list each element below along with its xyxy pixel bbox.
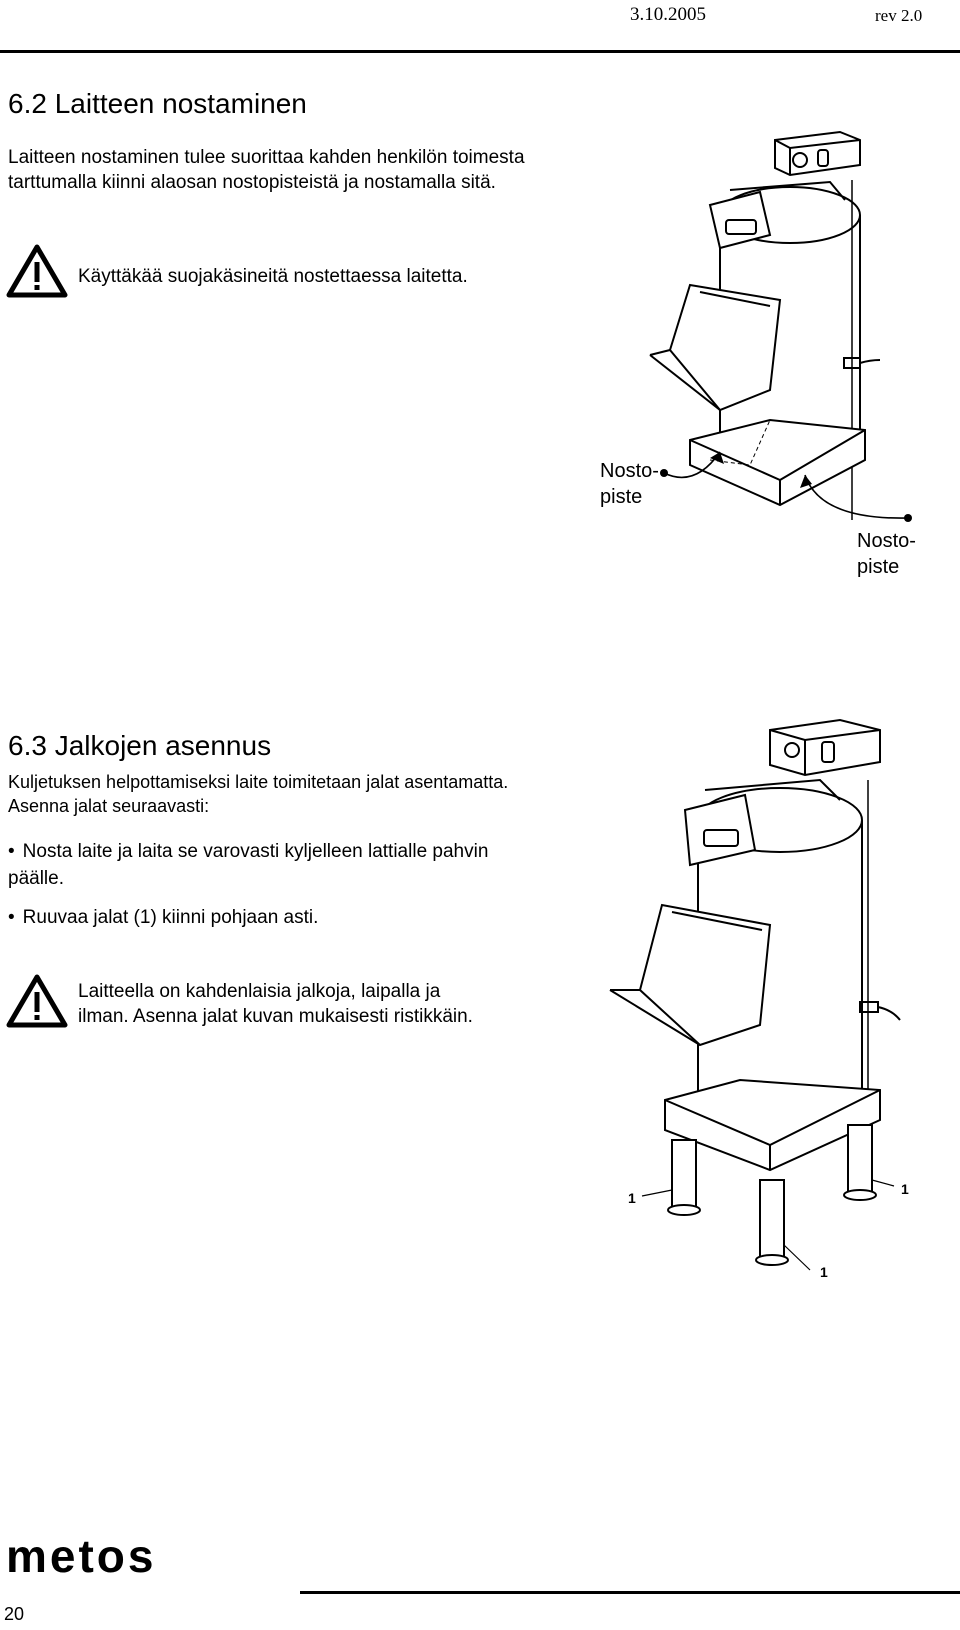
- header-revision: rev 2.0: [875, 6, 923, 25]
- legs-bullet-1: • Nosta laite ja laita se varovasti kylje…: [8, 838, 580, 892]
- lift-point-label-line: Nosto-: [600, 460, 659, 482]
- legs-warning-line: Laitteella on kahdenlaisia jalkoja, laip…: [78, 981, 441, 1002]
- lift-point-pointers: [660, 451, 912, 522]
- warning-icon: [6, 974, 68, 1028]
- legs-intro: Kuljetuksen helpottamiseksi laite toimit…: [8, 770, 508, 818]
- machine-lift-illustration: [649, 130, 880, 520]
- footer-rule: [300, 1591, 960, 1594]
- lift-point-label-line: piste: [600, 486, 643, 508]
- page-number: 20: [4, 1604, 25, 1624]
- lift-point-label-right: Nosto- piste: [857, 528, 916, 580]
- machine-legs-illustration: [609, 718, 901, 1271]
- bullet-text: päälle.: [8, 868, 64, 889]
- header-rule: [0, 50, 960, 53]
- warning-icon: [6, 244, 68, 298]
- bullet-text: Nosta laite ja laita se varovasti kyljel…: [22, 841, 489, 862]
- bullet-marker: •: [8, 841, 15, 862]
- legs-intro-line: Asenna jalat seuraavasti:: [8, 796, 210, 816]
- section-heading-lift: 6.2 Laitteen nostaminen: [8, 88, 307, 119]
- lift-warning-text: Käyttäkää suojakäsineitä nostettaessa la…: [78, 266, 468, 287]
- metos-logo: metos: [6, 1536, 156, 1578]
- legs-warning-line: ilman. Asenna jalat kuvan mukaisesti ris…: [78, 1006, 473, 1027]
- bullet-text: Ruuvaa jalat (1) kiinni pohjaan asti.: [22, 907, 319, 928]
- leg-label: 1: [901, 1181, 909, 1197]
- lift-paragraph: Laitteen nostaminen tulee suorittaa kahd…: [8, 145, 525, 195]
- legs-warning: Laitteella on kahdenlaisia jalkoja, laip…: [78, 979, 473, 1029]
- section-heading-legs: 6.3 Jalkojen asennus: [8, 730, 272, 761]
- leg-label: 1: [628, 1190, 636, 1206]
- legs-intro-line: Kuljetuksen helpottamiseksi laite toimit…: [8, 772, 509, 792]
- lift-point-dot: [660, 469, 668, 477]
- lift-point-label-line: piste: [857, 556, 900, 578]
- legs-bullet-2: • Ruuvaa jalat (1) kiinni pohjaan asti.: [8, 904, 318, 931]
- lift-point-label-line: Nosto-: [857, 530, 916, 552]
- header-date: 3.10.2005: [630, 4, 706, 25]
- lift-point-dot: [904, 514, 912, 522]
- lift-paragraph-line: Laitteen nostaminen tulee suorittaa kahd…: [8, 147, 525, 168]
- bullet-marker: •: [8, 907, 15, 928]
- lift-point-label-left: Nosto- piste: [600, 458, 659, 510]
- leg-label: 1: [820, 1264, 828, 1280]
- logo-wordmark: metos: [6, 1536, 156, 1578]
- lift-paragraph-line: tarttumalla kiinni alaosan nostopisteist…: [8, 172, 496, 193]
